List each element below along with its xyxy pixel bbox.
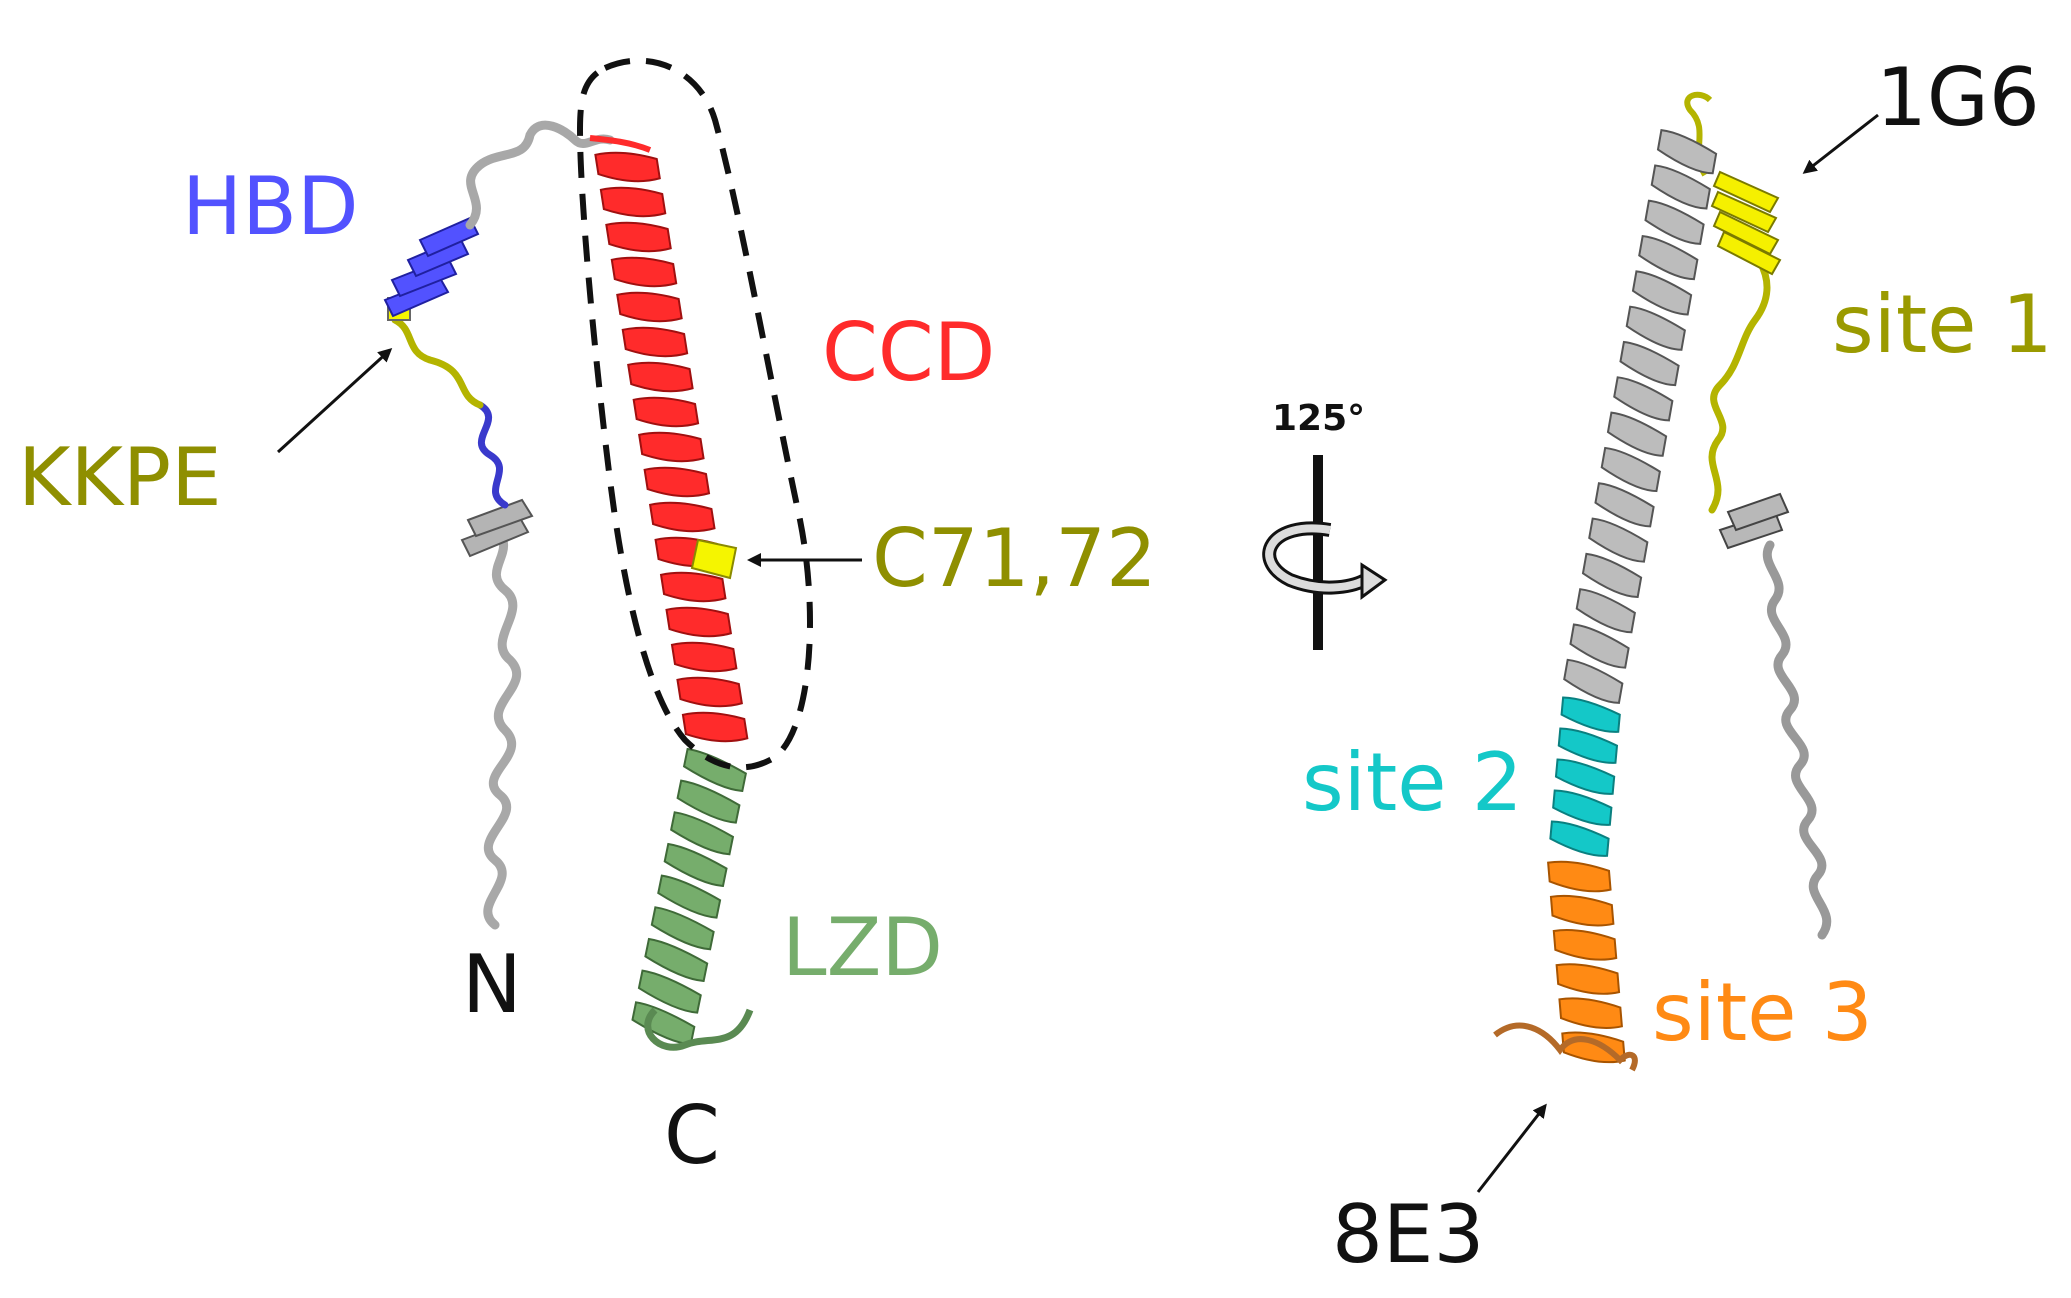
site2-helix: [1549, 696, 1621, 857]
ccd-helix-turn: [605, 221, 672, 253]
hbd-helix: [383, 216, 480, 318]
ccd-helix-turn: [659, 571, 727, 603]
ccd-helix-turn: [676, 676, 743, 708]
lzd-helix-turn: [676, 779, 741, 824]
right-grey-helix-turn: [1600, 446, 1661, 493]
8e3-arrow: [1476, 1103, 1547, 1193]
right-grey-helix-turn: [1594, 482, 1655, 528]
site2-helix-turn: [1557, 727, 1619, 764]
lzd-helix-turn: [657, 874, 722, 919]
right-grey-helix-turn: [1644, 199, 1705, 245]
rotation-arrow-icon: [1262, 455, 1388, 650]
right-grey-helix-turn: [1625, 305, 1686, 351]
label-site3: site 3: [1652, 966, 1873, 1059]
ccd-helix-turn: [665, 606, 733, 638]
right-grey-helix-turn: [1613, 376, 1674, 422]
left-protein-model: [383, 57, 813, 1051]
top-grey-loop: [465, 120, 615, 230]
ccd-helix-turn: [616, 291, 683, 323]
label-8e3: 8E3: [1332, 1188, 1484, 1281]
site2-helix-turn: [1560, 696, 1621, 733]
ccd-helix-turn: [594, 151, 661, 183]
right-grey-helix-turn: [1575, 588, 1636, 634]
lzd-helix-turn: [663, 842, 728, 888]
lzd-helix-turn: [637, 969, 702, 1014]
ccd-helix-turn: [648, 501, 716, 533]
label-site2: site 2: [1302, 736, 1523, 829]
right-grey-helix-turn: [1638, 234, 1699, 281]
lzd-helix-turn: [650, 906, 715, 951]
right-protein-model: [1493, 91, 1832, 1072]
small-grey-helix: [460, 498, 534, 558]
ccd-helix-turn: [638, 431, 705, 463]
site3-helix: [1547, 860, 1626, 1064]
kkpe-arrow: [276, 347, 393, 454]
site3-helix-turn: [1555, 963, 1621, 995]
label-1g6: 1G6: [1876, 51, 2040, 144]
right-small-grey-helix: [1718, 492, 1790, 550]
right-grey-helix-turn: [1631, 270, 1693, 316]
right-grey-helix-turn: [1606, 411, 1668, 457]
lzd-helix-turn: [670, 811, 735, 856]
ccd-helix-turn: [632, 396, 700, 428]
label-kkpe: KKPE: [18, 431, 222, 524]
label-n-terminus: N: [462, 938, 522, 1031]
site1-helix: [1710, 170, 1782, 276]
n-terminal-coil: [483, 525, 522, 930]
c7172-helix-segment: [690, 538, 738, 580]
lzd-tail: [644, 1007, 754, 1051]
ccd-helix-turn: [621, 326, 689, 358]
site3-helix-turn: [1558, 997, 1623, 1029]
label-site1: site 1: [1832, 278, 2053, 371]
ccd-helix-turn: [610, 256, 678, 288]
label-rotation-angle: 125°: [1272, 398, 1365, 439]
blue-coil: [476, 401, 509, 509]
site3-helix-turn: [1552, 929, 1618, 961]
right-grey-helix-turn: [1619, 340, 1680, 387]
right-grey-helix: [1563, 129, 1718, 704]
label-ccd: CCD: [822, 306, 995, 399]
ccd-dashed-outline: [576, 57, 813, 771]
site3-helix-turn: [1549, 894, 1615, 927]
ccd-helix-turn: [599, 186, 667, 218]
ccd-helix: [594, 151, 749, 743]
ccd-helix-turn: [643, 466, 711, 498]
label-c-terminus: C: [664, 1089, 720, 1182]
lzd-helix: [631, 747, 747, 1046]
red-linker: [589, 135, 652, 153]
right-grey-helix-turn: [1563, 658, 1624, 704]
site2-helix-turn: [1549, 820, 1610, 857]
ccd-helix-turn: [670, 641, 738, 673]
1g6-arrow: [1802, 113, 1879, 174]
label-lzd: LZD: [782, 901, 943, 994]
label-hbd: HBD: [182, 160, 359, 253]
site3-helix-turn: [1547, 860, 1612, 893]
ccd-helix-turn: [627, 361, 694, 393]
label-c7172: C71,72: [872, 512, 1157, 605]
site1-coil: [1708, 258, 1771, 514]
right-grey-helix-turn: [1588, 517, 1649, 563]
ccd-helix-turn: [681, 711, 749, 743]
lzd-helix-turn: [682, 747, 747, 793]
lzd-helix-turn: [644, 937, 709, 983]
right-grey-helix-turn: [1581, 552, 1643, 599]
right-grey-coil: [1762, 540, 1832, 940]
right-grey-helix-turn: [1650, 164, 1711, 210]
right-grey-helix-turn: [1569, 623, 1630, 669]
right-grey-helix-turn: [1656, 129, 1718, 175]
site3-tail: [1493, 1022, 1638, 1072]
kkpe-coil: [391, 316, 484, 409]
site2-helix-turn: [1554, 758, 1616, 795]
site2-helix-turn: [1552, 789, 1613, 826]
